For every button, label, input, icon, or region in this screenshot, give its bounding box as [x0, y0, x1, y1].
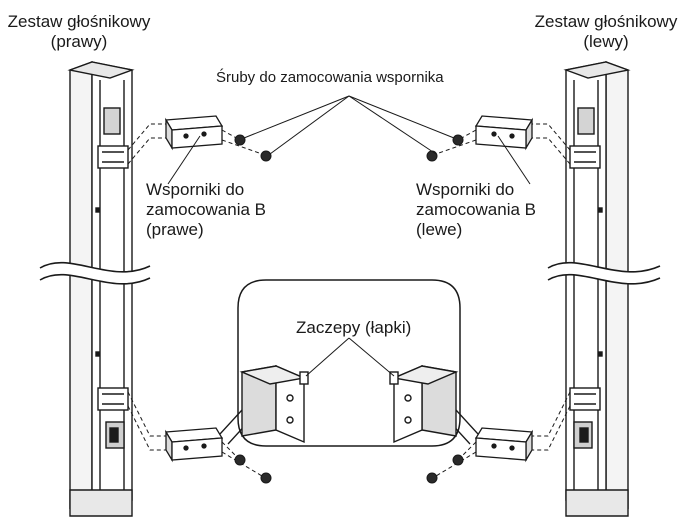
speaker-right-label-line1: Zestaw głośnikowy	[7, 12, 151, 31]
screws	[234, 134, 464, 484]
screws-label: Śruby do zamocowania wspornika	[216, 69, 444, 86]
bracket-left-label-line3: (lewe)	[416, 220, 463, 239]
tab-leaders	[305, 337, 395, 377]
detail-bracket-right	[389, 364, 459, 444]
bracket-left-label-line1: Wsporniki do	[416, 180, 515, 199]
bracket-right-label-line2: zamocowania B	[146, 200, 267, 219]
break-mark-left	[547, 261, 661, 285]
speaker-right-unit	[67, 61, 135, 517]
speaker-right-label-line2: (prawy)	[50, 32, 108, 51]
bracket-right-label-line1: Wsporniki do	[146, 180, 245, 199]
bracket-right-label-line3: (prawe)	[146, 220, 204, 239]
tabs-label: Zaczepy (łapki)	[296, 318, 412, 337]
speaker-left-label-line2: (lewy)	[583, 32, 629, 51]
bracket-right-label: Wsporniki do zamocowania B (prawe)	[146, 180, 266, 240]
bracket-left-label-line2: zamocowania B	[416, 200, 537, 219]
dashed-guides	[127, 123, 571, 477]
screw-leaders	[243, 95, 455, 155]
detail-bracket-left	[239, 364, 309, 444]
break-mark-right	[39, 261, 151, 285]
speaker-left-label-line1: Zestaw głośnikowy	[534, 12, 678, 31]
bracket-plates	[164, 115, 534, 463]
speaker-left-label: Zestaw głośnikowy (lewy)	[518, 12, 694, 52]
speaker-left-unit	[563, 61, 631, 517]
bracket-left-label: Wsporniki do zamocowania B (lewe)	[416, 180, 536, 240]
bracket-leaders	[167, 135, 531, 185]
speaker-right-label: Zestaw głośnikowy (prawy)	[4, 12, 154, 52]
